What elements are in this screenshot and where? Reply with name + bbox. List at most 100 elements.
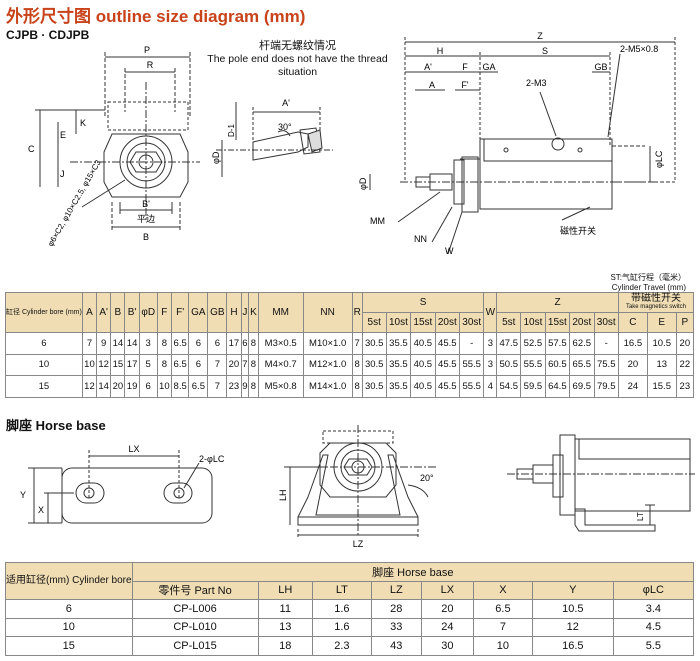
table-cell: 10 <box>81 353 98 376</box>
table-cell: 6.5 <box>170 353 190 376</box>
dim-j: J <box>60 169 65 179</box>
table-cell: 20 <box>617 353 648 376</box>
dim-k: K <box>80 118 86 128</box>
hdr-a1: A' <box>96 292 112 333</box>
table-cell: 35.5 <box>385 353 412 376</box>
hdr-s: S <box>361 292 485 313</box>
table-cell: 6 <box>138 375 158 398</box>
hdr-h: H <box>226 292 242 333</box>
table-cell: 6.5 <box>473 599 533 619</box>
table-cell: 22 <box>675 353 695 376</box>
hdr-s-20: 20st <box>434 312 461 333</box>
table-cell: 10 <box>5 617 133 637</box>
table-cell: 20 <box>110 375 126 398</box>
table-cell: 69.5 <box>569 375 595 398</box>
hdr-lc: φLC <box>612 580 695 600</box>
side-dim-f: F <box>462 62 468 72</box>
table-cell: 5.5 <box>612 636 695 656</box>
dim-p: P <box>144 45 150 55</box>
table-cell: 23 <box>226 375 242 398</box>
table-cell: 8 <box>156 332 172 355</box>
dim-c: C <box>28 144 35 154</box>
table-cell: 52.5 <box>520 332 546 355</box>
hdr-j: J <box>240 292 250 333</box>
table-cell: 5 <box>138 353 158 376</box>
table-cell: 7 <box>240 353 250 376</box>
hdr-f: F <box>156 292 172 333</box>
rod-end-diagram: A' D-1 30° φD <box>211 98 333 177</box>
table-cell: 8 <box>248 332 259 355</box>
table-cell: 8 <box>156 353 172 376</box>
table-cell: 1.6 <box>311 599 372 619</box>
table-cell: 15 <box>5 636 133 656</box>
table-cell: 3 <box>138 332 158 355</box>
plate-dim-y: Y <box>20 490 26 500</box>
side-w: W <box>445 246 454 256</box>
side-m3: 2-M3 <box>526 78 547 88</box>
table-cell: 10 <box>156 375 172 398</box>
hdr-s-10: 10st <box>385 312 412 333</box>
rod-end-caption: 杆端无螺纹情况 The pole end does not have the t… <box>205 40 390 79</box>
table-cell: 7 <box>207 353 228 376</box>
hdr-z-30: 30st <box>593 312 619 333</box>
hdr-mag-c: C <box>617 312 648 333</box>
table-cell: 54.5 <box>496 375 522 398</box>
table-cell: 3 <box>483 332 498 355</box>
base-table: 适用缸径(mm) Cylinder bore 脚座 Horse base 零件号… <box>5 562 695 656</box>
side-mm: MM <box>370 216 385 226</box>
hdr-b1: B' <box>124 292 140 333</box>
table-cell: 9 <box>96 332 112 355</box>
hdr-s-15: 15st <box>410 312 436 333</box>
table-cell: 47.5 <box>496 332 522 355</box>
chamfer-note: φ6×C2, φ10×C2.5, φ15×C3 <box>46 158 103 248</box>
table-cell: 45.5 <box>434 332 461 355</box>
hdr-nn: NN <box>302 292 353 333</box>
table-cell: 19 <box>124 375 140 398</box>
spec-subheader-row: 5st 10st 15st 20st 30st 5st 10st 15st 20… <box>6 312 695 333</box>
hdr-x: X <box>473 580 533 600</box>
hdr-lt: LT <box>311 580 372 600</box>
table-cell: 8 <box>351 375 363 398</box>
front-view-diagram: P R K E C J B' 平边 B φ6×C2, φ10×C2.5, φ15… <box>28 45 200 248</box>
table-cell: 15.5 <box>646 375 677 398</box>
rod-dim-a1: A' <box>282 98 290 108</box>
side-dim-lc: φLC <box>654 150 664 168</box>
table-cell: 12 <box>81 375 98 398</box>
table-cell: 40.5 <box>410 353 436 376</box>
table-cell: 20 <box>226 353 242 376</box>
table-cell: 6 <box>188 353 209 376</box>
base-front-diagram: LH LZ 20° <box>278 425 438 549</box>
hdr-d: φD <box>138 292 158 333</box>
hdr-y: Y <box>531 580 614 600</box>
table-cell: 75.5 <box>593 353 619 376</box>
table-cell: 30.5 <box>361 375 387 398</box>
side-dim-z: Z <box>537 32 543 41</box>
side-dim-a: A <box>429 80 435 90</box>
table-cell: 15 <box>110 353 126 376</box>
spec-header-row: 缸径 Cylinder bore (mm) A A' B B' φD F F' … <box>5 292 695 333</box>
table-cell: 43 <box>370 636 422 656</box>
side-mag-switch: 磁性开关 <box>560 225 596 236</box>
hdr-z-15: 15st <box>544 312 571 333</box>
table-cell: M10×1.0 <box>302 332 353 355</box>
plate-dim-lx: LX <box>128 444 139 454</box>
table-cell: M4×0.7 <box>257 353 304 376</box>
hdr-mag: 带磁性开关 Take magnetics switch <box>617 292 695 313</box>
hdr-lh: LH <box>257 580 313 600</box>
table-cell: 8 <box>248 353 259 376</box>
table-cell: 55.5 <box>458 375 485 398</box>
table-cell: 6.5 <box>170 332 190 355</box>
table-cell: M3×0.5 <box>257 332 304 355</box>
base-plate-diagram: LX 2-φLC Y X <box>20 444 225 524</box>
front-dim-lz: LZ <box>353 539 364 549</box>
table-cell: 7 <box>207 375 228 398</box>
model-label: CJPB · CDJPB <box>6 28 90 42</box>
table-cell: 59.5 <box>520 375 546 398</box>
table-cell: 35.5 <box>385 375 412 398</box>
table-cell: 2.3 <box>311 636 372 656</box>
travel-note-cn: ST:气缸行程（毫米） <box>610 273 686 282</box>
table-cell: 14 <box>124 332 140 355</box>
